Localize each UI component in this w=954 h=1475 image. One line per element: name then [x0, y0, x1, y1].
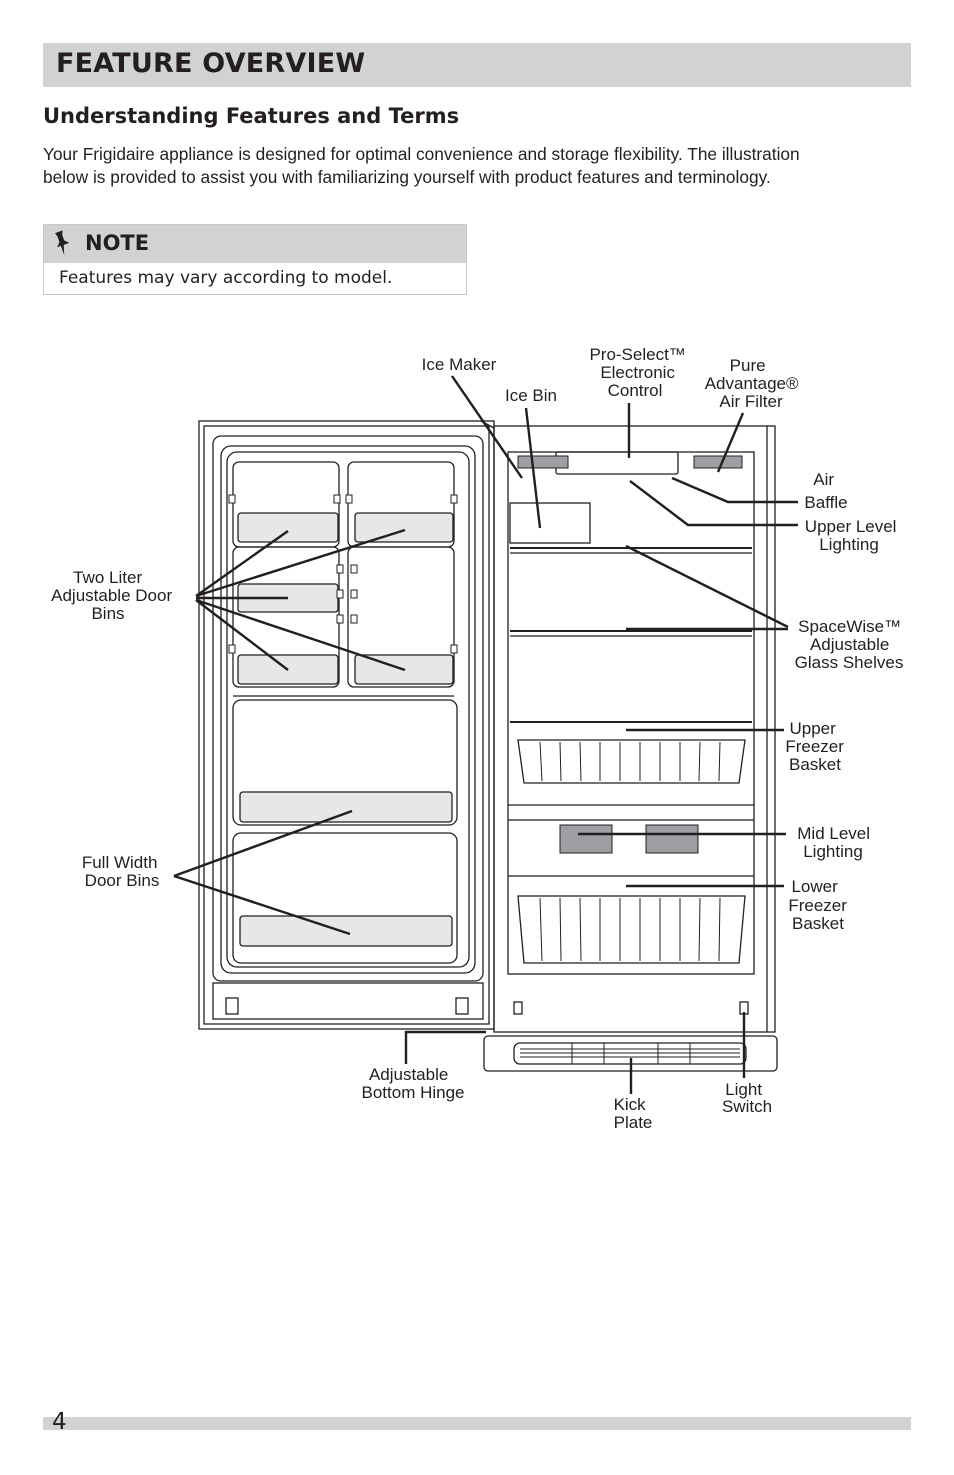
intro-line-2: below is provided to assist you with fam…: [43, 167, 771, 187]
callout-lower-freezer-basket: Lower Freezer Basket: [788, 877, 851, 933]
callout-light-switch: Light Switch: [722, 1080, 772, 1116]
footer-bar: [43, 1417, 911, 1430]
note-header: NOTE: [44, 225, 466, 263]
door-bin-fronts: [237, 512, 454, 947]
callout-ice-bin: Ice Bin: [505, 386, 557, 405]
callout-upper-freezer-basket: Upper Freezer Basket: [785, 719, 848, 774]
kick-plate-grille: [520, 1043, 740, 1064]
note-text: Features may vary according to model.: [59, 268, 393, 288]
note-title: NOTE: [85, 231, 150, 255]
note-box: NOTE Features may vary according to mode…: [43, 224, 467, 295]
freezer-diagram: Ice Maker Ice Bin Pro-Select™ Electronic…: [51, 345, 906, 1132]
door-bin-clips: [228, 494, 458, 654]
callout-leader-lines: [173, 375, 798, 1094]
callout-full-width-door-bins: Full Width Door Bins: [82, 853, 162, 890]
page-title: FEATURE OVERVIEW: [56, 48, 366, 79]
intro-paragraph: Your Frigidaire appliance is designed fo…: [43, 143, 923, 189]
basket-ribs: [539, 741, 721, 962]
freezer-door-illustration: [198, 420, 495, 1030]
callout-pro-select-control: Pro-Select™ Electronic Control: [589, 345, 690, 400]
callout-air-baffle: Air Baffle: [804, 470, 847, 512]
freezer-cabinet-illustration: [483, 425, 778, 1072]
callout-air-filter: Pure Advantage® Air Filter: [705, 356, 804, 411]
callout-ice-maker: Ice Maker: [422, 355, 497, 374]
intro-line-1: Your Frigidaire appliance is designed fo…: [43, 144, 800, 164]
callout-kick-plate: Kick Plate: [614, 1095, 653, 1132]
cabinet-grilles: [517, 455, 743, 854]
title-bar: FEATURE OVERVIEW: [43, 43, 911, 87]
pushpin-icon: [55, 230, 70, 256]
callout-bottom-hinge: Adjustable Bottom Hinge: [362, 1065, 465, 1102]
callout-glass-shelves: SpaceWise™ Adjustable Glass Shelves: [795, 617, 906, 672]
section-subtitle: Understanding Features and Terms: [43, 104, 460, 128]
callout-upper-lighting: Upper Level Lighting: [805, 517, 901, 554]
callout-mid-level-lighting: Mid Level Lighting: [797, 824, 875, 861]
callout-two-liter-door-bins: Two Liter Adjustable Door Bins: [51, 568, 177, 623]
page-number: 4: [52, 1409, 67, 1435]
